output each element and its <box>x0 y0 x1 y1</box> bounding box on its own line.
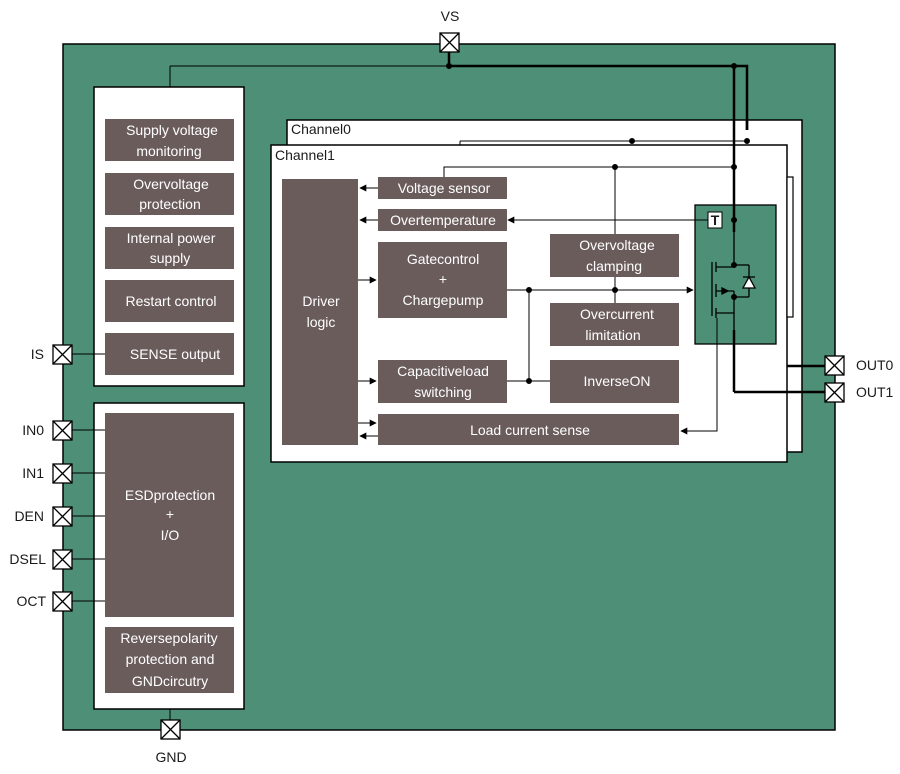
pin-in0: IN0 <box>22 420 73 441</box>
svg-text:GND: GND <box>155 749 186 765</box>
capacitive-load-block: Capacitiveload switching <box>378 360 507 403</box>
svg-text:OCT: OCT <box>16 593 46 609</box>
channel0-label: Channel0 <box>291 121 351 137</box>
load-current-sense-block: Load current sense <box>378 414 679 445</box>
pin-dsel: DSEL <box>9 549 73 570</box>
svg-text:InverseON: InverseON <box>584 373 651 389</box>
supply-voltage-monitoring-block: Supply voltage monitoring <box>105 119 234 161</box>
svg-text:Load current sense: Load current sense <box>470 422 590 438</box>
overvoltage-clamping-block: Overvoltage clamping <box>550 234 679 277</box>
overvoltage-protection-block: Overvoltage protection <box>105 173 234 215</box>
svg-text:limitation: limitation <box>585 327 640 343</box>
svg-text:Overvoltage: Overvoltage <box>133 176 209 192</box>
pin-in1: IN1 <box>22 463 73 484</box>
mosfet-icon <box>711 232 735 330</box>
svg-text:Internal power: Internal power <box>127 230 216 246</box>
restart-control-block: Restart control <box>105 280 234 322</box>
svg-text:GNDcircutry: GNDcircutry <box>132 673 208 689</box>
svg-text:IN1: IN1 <box>22 465 44 481</box>
svg-text:Supply voltage: Supply voltage <box>126 122 218 138</box>
svg-text:OUT0: OUT0 <box>856 357 894 373</box>
gate-control-block: Gatecontrol + Chargepump <box>378 242 507 318</box>
svg-text:Restart control: Restart control <box>125 293 216 309</box>
svg-text:logic: logic <box>307 314 336 330</box>
pin-gnd: GND <box>155 719 187 765</box>
svg-text:clamping: clamping <box>586 258 642 274</box>
svg-text:Voltage sensor: Voltage sensor <box>398 180 491 196</box>
pin-out0: OUT0 <box>824 355 894 376</box>
wires <box>72 52 825 720</box>
svg-text:VS: VS <box>441 8 460 24</box>
svg-text:DSEL: DSEL <box>9 551 46 567</box>
driver-logic-block: Driver logic <box>282 179 358 445</box>
svg-text:Overcurrent: Overcurrent <box>580 306 654 322</box>
pin-is: IS <box>31 344 73 365</box>
internal-power-supply-block: Internal power supply <box>105 227 234 269</box>
inverse-on-block: InverseON <box>550 360 679 403</box>
svg-text:SENSE output: SENSE output <box>130 346 220 362</box>
svg-text:ESDprotection: ESDprotection <box>125 487 215 503</box>
svg-text:switching: switching <box>414 384 472 400</box>
svg-text:DEN: DEN <box>14 508 44 524</box>
pin-den: DEN <box>14 506 73 527</box>
channel0-edge <box>786 176 794 318</box>
esd-protection-block: ESDprotection + I/O <box>105 413 234 617</box>
pin-out1: OUT1 <box>824 382 894 403</box>
svg-text:Overtemperature: Overtemperature <box>390 212 496 228</box>
temperature-sensor: T <box>707 211 723 229</box>
svg-text:Driver: Driver <box>302 293 340 309</box>
svg-text:IN0: IN0 <box>22 422 44 438</box>
svg-text:supply: supply <box>150 250 190 266</box>
svg-text:protection: protection <box>139 196 200 212</box>
svg-text:IS: IS <box>31 346 44 362</box>
channel1-label: Channel1 <box>275 147 335 163</box>
svg-text:Chargepump: Chargepump <box>403 292 484 308</box>
svg-text:+: + <box>439 271 447 287</box>
svg-text:Reversepolarity: Reversepolarity <box>120 630 217 646</box>
sense-output-block: SENSE output <box>105 333 234 375</box>
reverse-polarity-block: Reversepolarity protection and GNDcircut… <box>105 627 234 693</box>
power-stage <box>694 204 777 345</box>
overcurrent-limitation-block: Overcurrent limitation <box>550 303 679 346</box>
svg-text:Overvoltage: Overvoltage <box>579 237 655 253</box>
svg-text:OUT1: OUT1 <box>856 384 894 400</box>
svg-text:+: + <box>166 506 174 522</box>
pin-oct: OCT <box>16 591 73 612</box>
svg-text:I/O: I/O <box>161 527 180 543</box>
overtemperature-block: Overtemperature <box>378 209 507 231</box>
svg-text:Capacitiveload: Capacitiveload <box>397 363 489 379</box>
svg-text:Gatecontrol: Gatecontrol <box>407 251 479 267</box>
pin-vs: VS <box>439 8 460 53</box>
voltage-sensor-block: Voltage sensor <box>378 177 507 199</box>
svg-text:monitoring: monitoring <box>136 143 201 159</box>
svg-text:T: T <box>711 212 720 228</box>
svg-text:protection and: protection and <box>126 651 215 667</box>
